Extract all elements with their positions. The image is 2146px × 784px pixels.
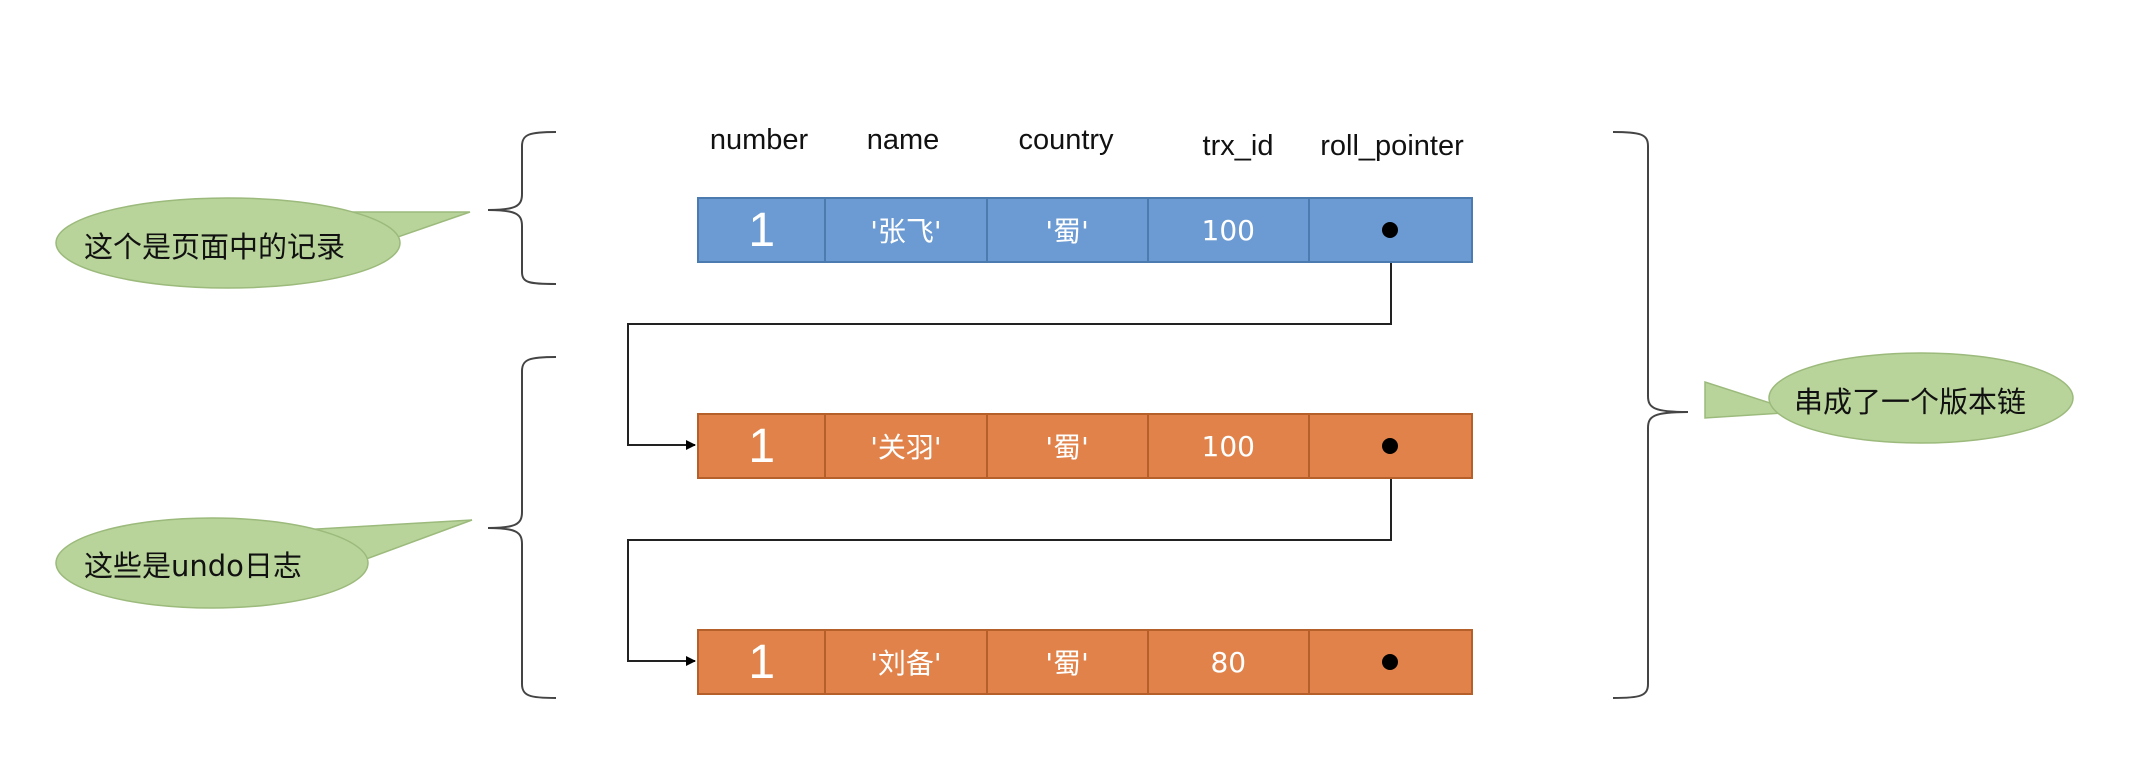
record-row-undo-1: 1 '关羽' '蜀' 100	[697, 413, 1473, 479]
cell-country: '蜀'	[985, 631, 1147, 693]
cell-number: 1	[748, 635, 776, 689]
cell-trx-id: 100	[1146, 415, 1308, 477]
column-header-roll-pointer: roll_pointer	[1320, 130, 1464, 162]
cell-trx-id: 100	[1146, 199, 1308, 261]
roll-pointer-arrow-2	[627, 450, 1392, 666]
cell-roll-pointer	[1307, 199, 1471, 261]
column-header-country: country	[1018, 124, 1114, 156]
cell-number: 1	[748, 203, 776, 257]
brace-undo-logs	[487, 356, 557, 699]
record-row-undo-2: 1 '刘备' '蜀' 80	[697, 629, 1473, 695]
brace-version-chain	[1612, 131, 1689, 699]
cell-name: '张飞'	[824, 199, 985, 261]
cell-roll-pointer	[1307, 631, 1471, 693]
cell-country: '蜀'	[985, 199, 1147, 261]
cell-name: '关羽'	[824, 415, 985, 477]
cell-trx-id: 80	[1146, 631, 1308, 693]
column-header-number: number	[709, 124, 809, 156]
callout-bubble-page-record	[55, 197, 401, 289]
brace-page-record	[487, 131, 557, 285]
roll-pointer-arrow-1	[627, 234, 1392, 450]
pointer-dot-icon	[1382, 654, 1399, 670]
cell-roll-pointer	[1307, 415, 1471, 477]
cell-number: 1	[748, 419, 776, 473]
callout-page-record: 这个是页面中的记录	[84, 230, 346, 264]
column-header-name: name	[866, 124, 940, 156]
column-header-trx-id: trx_id	[1202, 130, 1274, 162]
pointer-dot-icon	[1382, 438, 1399, 454]
callout-undo-logs: 这些是undo日志	[84, 549, 302, 583]
cell-name: '刘备'	[824, 631, 985, 693]
callout-version-chain: 串成了一个版本链	[1794, 385, 2027, 419]
callout-bubble-version-chain	[1768, 352, 2074, 444]
record-row-page: 1 '张飞' '蜀' 100	[697, 197, 1473, 263]
pointer-dot-icon	[1382, 222, 1399, 238]
cell-country: '蜀'	[985, 415, 1147, 477]
callout-bubble-undo-logs	[55, 517, 369, 609]
